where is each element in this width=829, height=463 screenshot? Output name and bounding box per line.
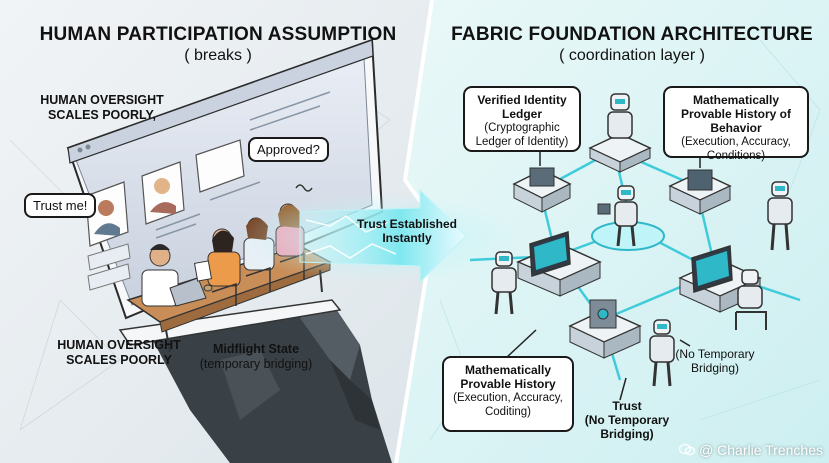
provable-history-box: Mathematically Provable History (Executi…: [442, 356, 574, 432]
identity-ledger-subtitle: (Cryptographic Ledger of Identity): [475, 122, 569, 148]
provable-history-subtitle: (Execution, Accuracy, Coditing): [453, 392, 563, 418]
watermark: @ Charlie Trenches: [679, 442, 823, 458]
callout-lines: [505, 150, 701, 401]
trust-label: Trust (No Temporary Bridging): [574, 399, 680, 441]
midflight-state: Midflight State (temporary bridging): [196, 342, 316, 372]
robot-bottom: [649, 319, 675, 387]
behavior-history-subtitle: (Execution, Accuracy, Conditions): [681, 136, 791, 162]
robot-top: [607, 93, 633, 139]
left-subtitle: ( breaks ): [184, 47, 252, 64]
large-monitor: [66, 38, 384, 320]
trust-beam: [240, 188, 520, 284]
stress-lines-icon: [295, 184, 313, 192]
chat-bubble-icon: [679, 443, 696, 456]
identity-ledger-title: Verified Identity Ledger: [477, 93, 567, 121]
midflight-title: Midflight State: [212, 342, 300, 356]
robot-center: [597, 185, 638, 247]
behavior-history-title: Mathematically Provable History of Behav…: [680, 93, 792, 135]
trust-subtitle: (No Temporary Bridging): [584, 413, 670, 441]
provable-history-title: Mathematically Provable History: [460, 363, 556, 391]
watermark-text: @ Charlie Trenches: [699, 442, 823, 458]
approved-bubble: Approved?: [248, 137, 329, 162]
trust-me-bubble: Trust me!: [24, 193, 97, 218]
identity-ledger-box: Verified Identity Ledger (Cryptographic …: [463, 86, 581, 152]
robot-agents: [491, 93, 793, 387]
behavior-history-box: Mathematically Provable History of Behav…: [663, 86, 809, 162]
robot-right: [767, 181, 793, 251]
robot-chair-right: [735, 269, 767, 330]
no-bridging-label: (No Temporary Bridging): [675, 347, 755, 375]
trust-established-label: Trust Established Instantly: [356, 217, 458, 245]
oversight-top-label: HUMAN OVERSIGHT SCALES POORLY,: [40, 93, 164, 122]
midflight-subtitle: (temporary bridging): [199, 357, 313, 371]
cliff: [118, 299, 392, 463]
left-title: HUMAN PARTICIPATION ASSUMPTION: [39, 24, 397, 45]
oversight-bottom-label: HUMAN OVERSIGHT SCALES POORLY: [57, 338, 181, 367]
robot-left: [491, 251, 517, 315]
trust-title: Trust: [612, 399, 642, 413]
right-subtitle: ( coordination layer ): [559, 47, 705, 64]
right-title: FABRIC FOUNDATION ARCHITECTURE: [451, 24, 813, 45]
